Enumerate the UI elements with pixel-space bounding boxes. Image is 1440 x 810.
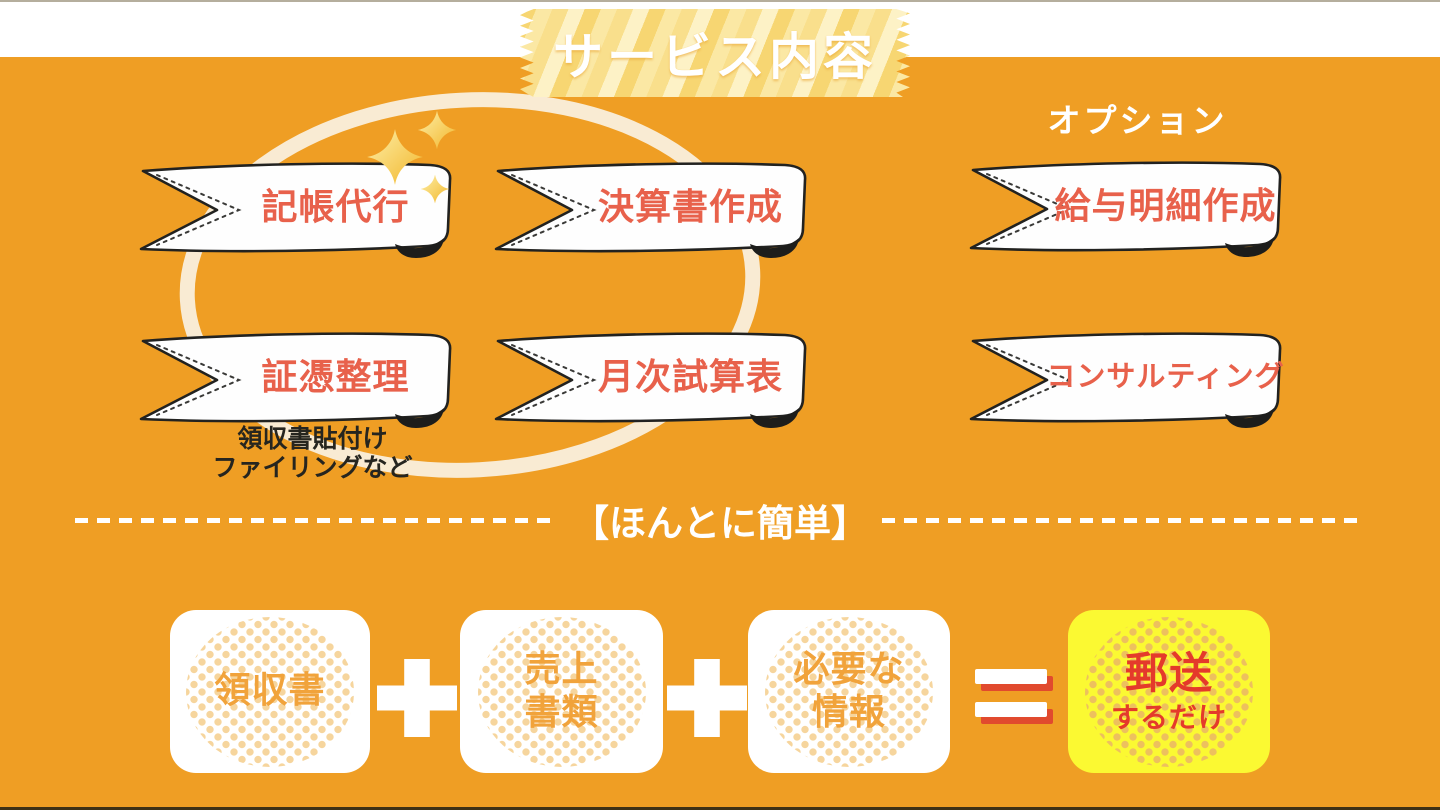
halftone-dots (477, 616, 646, 767)
plus-icon (377, 659, 457, 737)
divider-label: 【ほんとに簡単】 (572, 502, 868, 545)
halftone-dots (765, 616, 933, 767)
page-title: サービス内容 (553, 28, 877, 86)
ribbon-monthly-trial-balance: 月次試算表 (488, 328, 833, 428)
halftone-dots (186, 616, 354, 767)
options-heading: オプション (1047, 101, 1228, 140)
ribbon-bookkeeping: 記帳代行 (133, 158, 478, 258)
bottom-edge-line (0, 807, 1440, 810)
equals-bar (975, 669, 1047, 684)
flow-box-required-info: 必要な 情報 (748, 610, 950, 773)
flow-box-label: 売上 書類 (460, 610, 663, 773)
ribbon-label: 決算書作成 (597, 187, 783, 228)
result-line1: 郵送 (1125, 648, 1213, 699)
ribbon-financial-statements: 決算書作成 (488, 158, 833, 258)
hand-drawn-circle (179, 92, 761, 478)
sparkle-icon (420, 174, 450, 204)
voucher-note-line1: 領収書貼付け (237, 424, 388, 453)
voucher-note: 領収書貼付け ファイリングなど (133, 424, 478, 482)
equals-bar (975, 702, 1047, 717)
plus-icon (667, 659, 747, 737)
flow-box-result: 郵送 するだけ (1068, 610, 1270, 773)
flow-box-line1: 売上 (524, 649, 599, 691)
flow-box-receipts: 領収書 (170, 610, 370, 773)
flow-box-sales-documents: 売上 書類 (460, 610, 663, 773)
ribbon-label: 給与明細作成 (1054, 186, 1277, 227)
ribbon-label: コンサルティング (1046, 359, 1285, 393)
flow-box-line2: 書類 (524, 691, 599, 733)
voucher-note-line2: ファイリングなど (212, 453, 413, 482)
flow-box-label: 必要な 情報 (748, 610, 950, 773)
ribbon-label: 記帳代行 (261, 187, 410, 228)
title-tape: サービス内容 (520, 9, 910, 97)
ribbon-voucher-filing: 証憑整理 (133, 328, 478, 428)
section-divider: 【ほんとに簡単】 (75, 498, 1365, 545)
ribbon-consulting: コンサルティング (963, 328, 1308, 428)
ribbon-label: 証憑整理 (261, 357, 410, 398)
halftone-dots (1085, 616, 1253, 767)
equals-icon (975, 669, 1047, 717)
result-line2: するだけ (1110, 701, 1227, 735)
top-edge-line (0, 0, 1440, 2)
divider-dashed-line (75, 517, 558, 523)
flow-box-line1: 領収書 (214, 670, 326, 712)
divider-dashed-line (882, 517, 1365, 523)
flow-box-label: 郵送 するだけ (1068, 610, 1270, 773)
ribbon-label: 月次試算表 (597, 357, 783, 398)
sparkle-icon (366, 128, 424, 186)
flow-box-label: 領収書 (170, 610, 370, 773)
ribbon-payslip: 給与明細作成 (963, 157, 1308, 257)
sparkle-icon (417, 110, 457, 150)
flow-box-line2: 情報 (811, 691, 886, 733)
flow-box-line1: 必要な (793, 649, 905, 691)
